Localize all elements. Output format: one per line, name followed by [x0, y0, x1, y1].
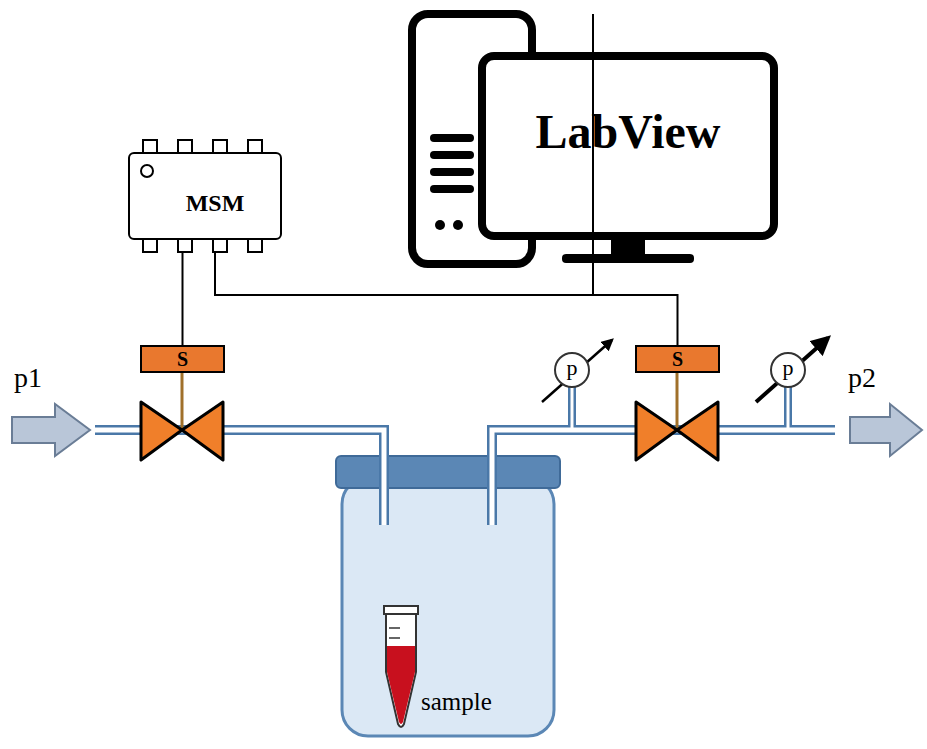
sample-label: sample	[421, 688, 492, 716]
inflow-arrow	[12, 404, 90, 456]
node-text: p	[567, 355, 578, 381]
jar	[336, 456, 560, 736]
signal-wire	[182, 252, 184, 345]
gauge-arrow	[756, 338, 828, 402]
sample-tube	[384, 606, 418, 727]
valve-right	[636, 372, 718, 460]
pressure-label: p1	[14, 362, 42, 394]
solenoid-box: S	[140, 345, 225, 373]
pressure-gauge: p	[770, 352, 806, 388]
node-text: S	[177, 348, 188, 371]
outflow-arrow	[850, 404, 922, 456]
pin-one-dot	[140, 164, 154, 178]
node-text: p	[783, 355, 794, 381]
controller-chip: MSM	[128, 152, 282, 240]
solenoid-box: S	[635, 345, 720, 373]
valve-left	[141, 372, 223, 460]
signal-wire	[215, 252, 678, 345]
node-text: LabView	[536, 104, 721, 159]
monitor	[482, 56, 774, 263]
node-text: S	[672, 348, 683, 371]
computer: LabView	[412, 14, 774, 264]
gauge-arrow	[542, 340, 612, 402]
node-text: MSM	[186, 190, 245, 217]
pressure-gauge: p	[554, 352, 590, 388]
pipes	[95, 387, 835, 525]
pressure-label: p2	[848, 362, 876, 394]
